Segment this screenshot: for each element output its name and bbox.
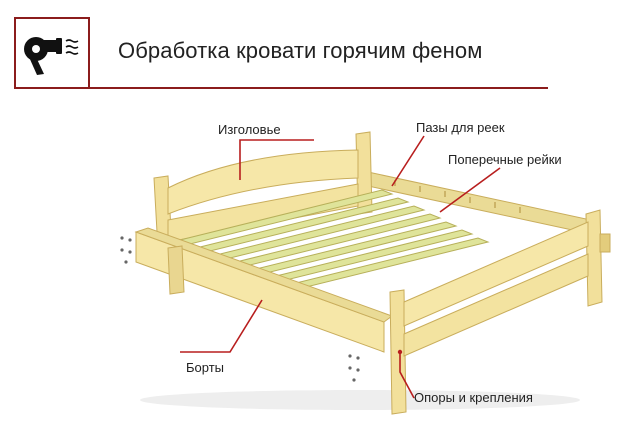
- title-underline: [90, 87, 548, 89]
- footboard-upper-board: [403, 221, 589, 327]
- label-supports: Опоры и крепления: [414, 390, 533, 405]
- headboard-lower-board: [167, 183, 359, 243]
- hair-dryer-icon: [24, 37, 79, 75]
- leader-side-rails: [180, 299, 263, 353]
- page-title: Обработка кровати горячим феном: [118, 38, 483, 63]
- leader-slot-grooves: [391, 135, 425, 187]
- hair-dryer-icon-frame: [14, 17, 90, 89]
- mounting-fittings: [120, 236, 403, 382]
- headboard-front-leg: [167, 245, 185, 295]
- leader-headboard: [239, 139, 314, 180]
- label-headboard: Изголовье: [218, 122, 281, 137]
- right-bracket: [599, 233, 611, 253]
- far-rail-grooves: [394, 180, 521, 213]
- header: Обработка кровати горячим феном: [0, 0, 640, 100]
- label-cross-slats: Поперечные рейки: [448, 152, 562, 167]
- headboard-panel: [167, 149, 359, 215]
- cross-slats: [178, 189, 490, 293]
- label-slot-grooves: Пазы для реек: [416, 120, 505, 135]
- label-side-rails: Борты: [186, 360, 224, 375]
- leader-cross-slats: [439, 167, 501, 213]
- leader-supports: [399, 352, 415, 399]
- footboard-lower-board: [403, 253, 589, 357]
- floor-shadow: [140, 390, 580, 410]
- leader-lines: [180, 135, 501, 399]
